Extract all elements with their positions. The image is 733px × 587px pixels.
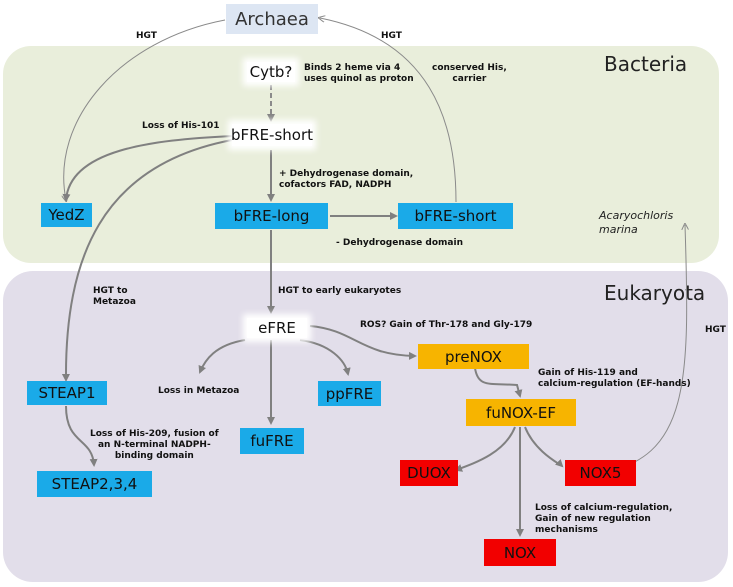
edge-steap1-to-steap234 [65, 405, 98, 467]
note-dehydrogenase-gain: + Dehydrogenase domain,cofactors FAD, NA… [279, 169, 414, 190]
edge-bfre-short-to-archaea [320, 18, 457, 203]
edge-bfre-short-to-yedz [62, 135, 233, 202]
node-funox-ef: fuNOX-EF [466, 399, 576, 426]
edge-prenox-to-funox-ef [474, 367, 523, 398]
edge-archaea-to-yedz [64, 19, 226, 200]
node-duox: DUOX [400, 460, 458, 486]
note-loss-metazoa: Loss in Metazoa [158, 386, 240, 396]
node-nox: NOX [484, 539, 556, 566]
node-nox5: NOX5 [565, 460, 636, 486]
edge-efre-to-prenox [309, 325, 417, 360]
edge-funox-ef-to-duox [454, 426, 516, 472]
note-hgt-early-eukaryotes: HGT to early eukaryotes [278, 286, 402, 296]
eukaryota-title: Eukaryota [604, 281, 706, 305]
node-fufre: fuFRE [240, 428, 304, 454]
note-conserved-his: conserved His,carrier [432, 63, 507, 84]
edge-efre-to-loss-metazoa [198, 339, 246, 374]
node-steap1: STEAP1 [27, 381, 107, 405]
node-bfre-short-derived: bFRE-short [398, 203, 513, 229]
node-bfre-short: bFRE-short [231, 124, 314, 146]
edge-funox-ef-to-nox5 [524, 426, 564, 468]
edge-bfre-short-to-steap1 [61, 139, 233, 382]
note-ros-gain: ROS? Gain of Thr-178 and Gly-179 [360, 320, 533, 330]
node-cytb: Cytb? [247, 62, 295, 82]
node-prenox: preNOX [418, 344, 529, 369]
node-efre: eFRE [247, 318, 307, 338]
node-yedz: YedZ [41, 203, 92, 227]
eukaryota-region [3, 271, 728, 582]
node-archaea: Archaea [226, 4, 318, 34]
node-steap234: STEAP2,3,4 [37, 471, 152, 497]
note-dehydrogenase-loss: - Dehydrogenase domain [336, 238, 463, 248]
edge-nox5-to-acaryochloris [597, 225, 687, 474]
node-ppfre: ppFRE [318, 381, 381, 406]
bacteria-region [3, 46, 719, 263]
bacteria-title: Bacteria [604, 52, 688, 76]
note-loss-his101: Loss of His-101 [142, 121, 220, 131]
note-hgt-top-right: HGT [381, 31, 402, 41]
note-hgt-left: HGT [136, 31, 157, 41]
edge-efre-to-ppfre [299, 339, 351, 376]
node-bfre-long: bFRE-long [215, 203, 328, 229]
note-hgt-right: HGT [705, 325, 726, 335]
note-loss-calcium: Loss of calcium-regulation,Gain of new r… [535, 503, 673, 535]
